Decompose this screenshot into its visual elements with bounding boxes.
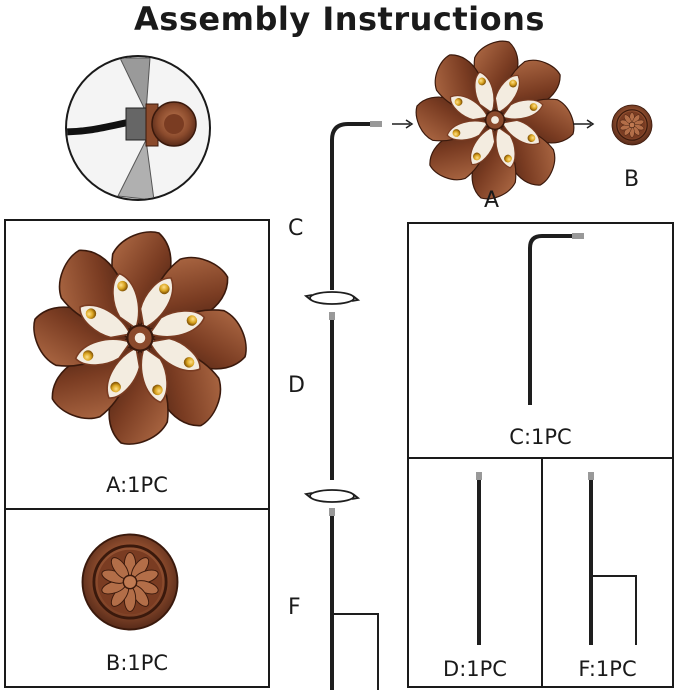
part-c-image [528,233,584,405]
assembled-stake [329,121,382,690]
label-b: B [624,167,640,192]
label-a: A [484,188,500,213]
part-b-box [4,508,270,688]
caption-part-b: B:1PC [105,651,169,675]
part-d-image [476,472,482,645]
caption-part-a: A:1PC [106,473,168,497]
label-d: D [288,373,305,398]
arrow-right-icon [392,119,414,129]
caption-part-f: F:1PC [578,657,637,681]
page-title: Assembly Instructions [134,0,545,38]
label-c: C [288,216,304,241]
arrow-right-icon [573,119,595,129]
part-a-assembly-image [415,40,575,200]
twist-connect-icon [305,291,359,305]
caption-part-d: D:1PC [443,657,507,681]
part-d-box [407,457,543,688]
twist-connect-icon [305,489,359,503]
caption-part-c: C:1PC [509,425,572,449]
part-b-assembly-image [611,104,653,146]
part-f-box [541,457,674,688]
label-f: F [288,595,301,620]
part-f-image [588,472,637,645]
part-a-box [4,219,270,510]
detail-closeup [65,55,211,201]
